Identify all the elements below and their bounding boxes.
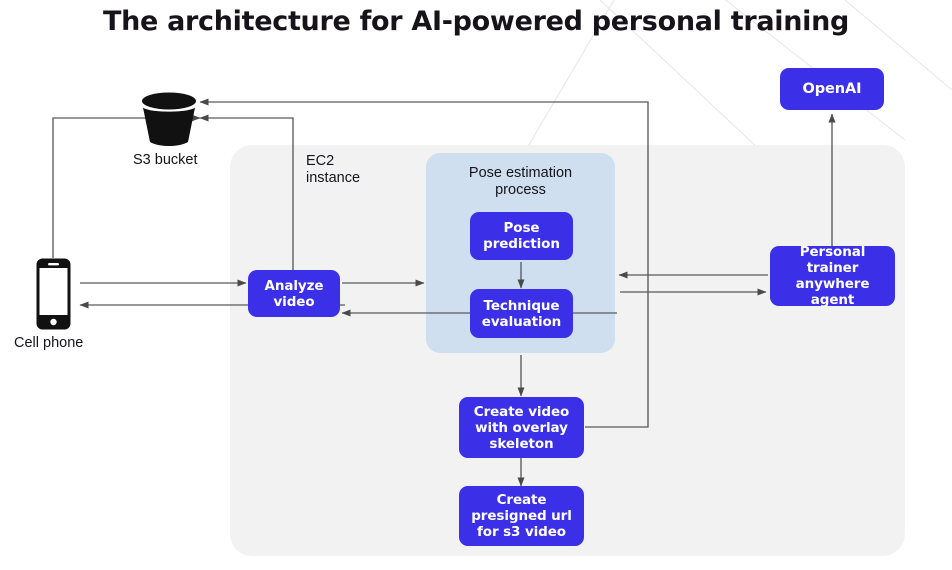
trainer-line2: anywhere <box>795 276 870 292</box>
trainer-line3: agent <box>810 292 855 308</box>
create-video-line1: Create video <box>473 403 570 420</box>
s3-bucket-icon <box>142 92 196 146</box>
node-analyze-video[interactable]: Analyze video <box>248 270 340 317</box>
create-video-line3: skeleton <box>489 435 554 452</box>
cell-phone-caption: Cell phone <box>14 335 84 351</box>
node-create-presigned-url[interactable]: Create presigned url for s3 video <box>459 486 584 546</box>
presigned-line1: Create <box>496 492 547 508</box>
technique-evaluation-line1: Technique <box>483 297 560 314</box>
create-video-line2: with overlay <box>475 419 568 436</box>
node-openai[interactable]: OpenAI <box>780 68 884 110</box>
presigned-line3: for s3 video <box>477 524 566 540</box>
cell-phone-icon <box>36 258 71 330</box>
pose-estimation-process-label: Pose estimation process <box>426 165 615 199</box>
openai-label: OpenAI <box>802 81 862 97</box>
pose-estimation-label-line2: process <box>495 182 546 198</box>
analyze-video-line1: Analyze <box>264 277 324 294</box>
ec2-instance-label-line2: instance <box>306 170 361 186</box>
ec2-instance-label-line1: EC2 <box>306 153 335 169</box>
pose-prediction-line1: Pose <box>503 220 540 236</box>
presigned-line2: presigned url <box>471 508 572 524</box>
page-title: The architecture for AI-powered personal… <box>102 6 850 37</box>
pose-prediction-line2: prediction <box>483 236 560 252</box>
ec2-instance-label: EC2 instance <box>306 153 360 187</box>
trainer-line1: Personal trainer <box>799 244 866 276</box>
node-create-video-overlay-skeleton[interactable]: Create video with overlay skeleton <box>459 397 584 458</box>
s3-bucket-caption: S3 bucket <box>133 152 198 168</box>
node-technique-evaluation[interactable]: Technique evaluation <box>470 289 573 338</box>
node-personal-trainer-agent[interactable]: Personal trainer anywhere agent <box>770 244 895 308</box>
technique-evaluation-line2: evaluation <box>481 313 562 330</box>
pose-estimation-label-line1: Pose estimation <box>468 165 573 181</box>
analyze-video-line2: video <box>273 293 315 310</box>
node-pose-prediction[interactable]: Pose prediction <box>470 212 573 260</box>
